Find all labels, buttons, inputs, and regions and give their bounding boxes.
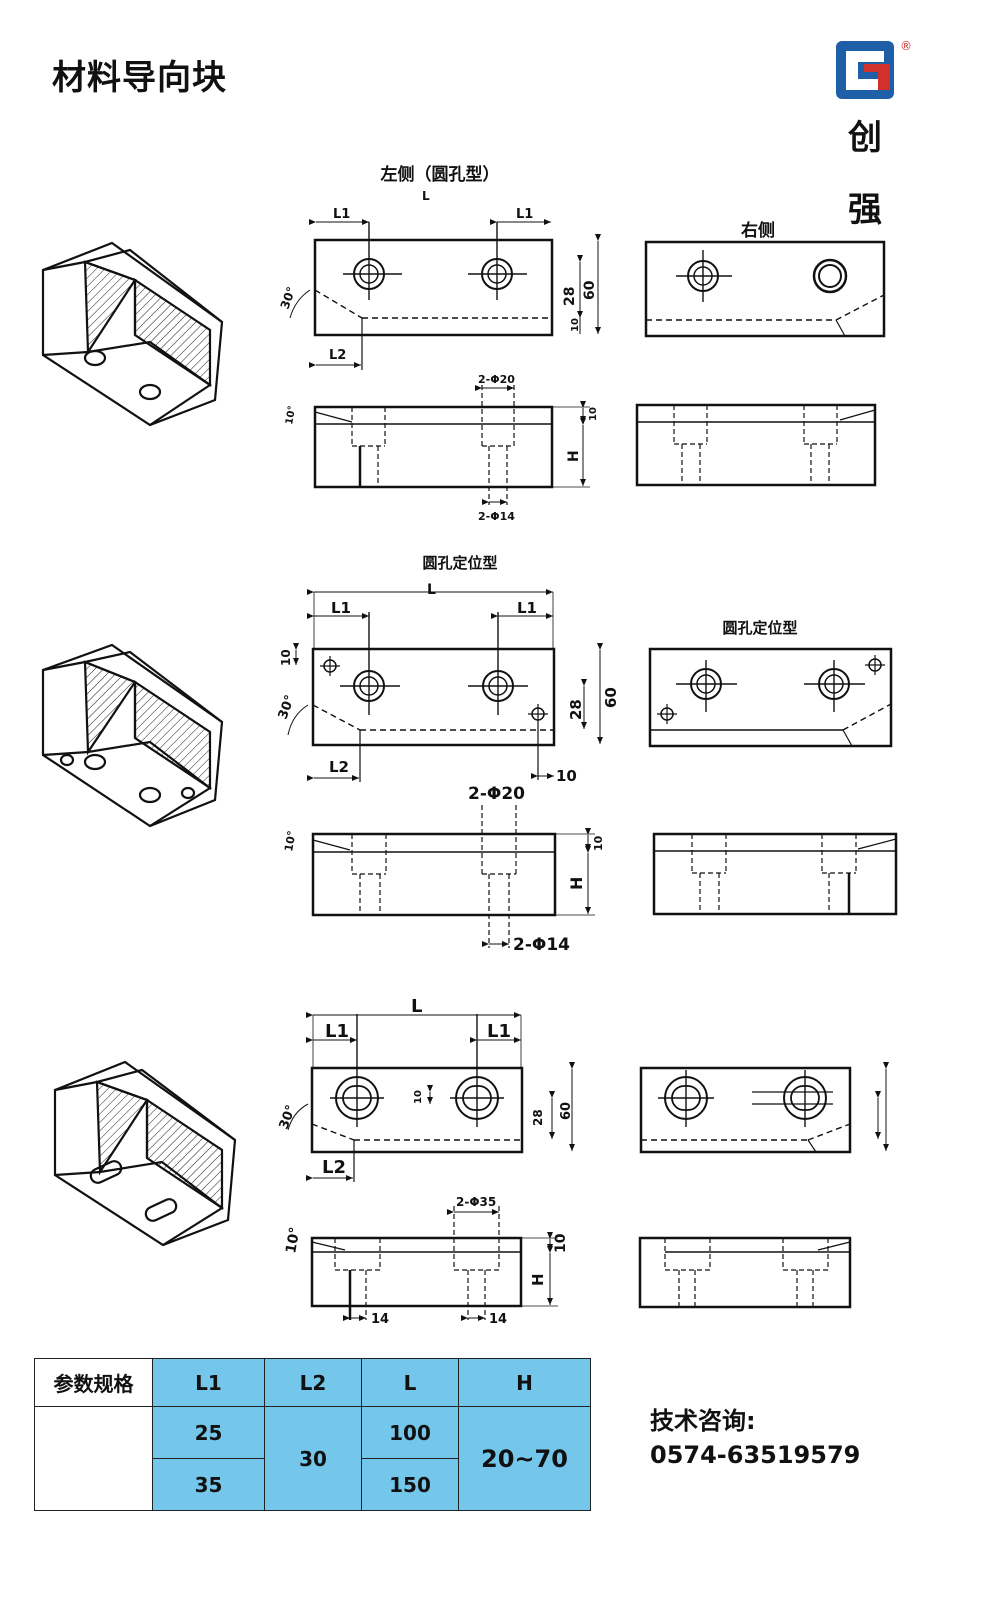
s2-28-label: 28 bbox=[567, 699, 585, 720]
section3-top-view-left bbox=[287, 1012, 575, 1182]
spec-header-label: 参数规格 bbox=[34, 1358, 153, 1407]
spec-header-H: H bbox=[458, 1358, 591, 1407]
s1-L-label: L bbox=[422, 189, 430, 203]
s1-side-angle: 10° bbox=[284, 405, 298, 426]
s2-L1a-label: L1 bbox=[331, 599, 351, 617]
section2-side-view-right bbox=[652, 832, 898, 916]
s3-L-label: L bbox=[411, 996, 422, 1017]
spec-header-L1: L1 bbox=[152, 1358, 265, 1407]
spec-header-L: L bbox=[361, 1358, 459, 1407]
section3-side-view-left bbox=[310, 1206, 558, 1321]
contact-phone: 0574-63519579 bbox=[650, 1441, 861, 1469]
s3-angle-label: 30° bbox=[277, 1103, 300, 1131]
section1-side-view-right bbox=[635, 403, 877, 487]
brand-char-1: 创 bbox=[848, 118, 882, 158]
s3-L2-label: L2 bbox=[322, 1157, 346, 1178]
spec-row2-L1: 35 bbox=[152, 1458, 265, 1511]
section1-right-title: 右侧 bbox=[741, 221, 775, 241]
s2-holes-bottom: 2-Φ14 bbox=[513, 935, 570, 955]
section1-side-view-left bbox=[313, 385, 590, 505]
section3-side-labels: 10° 10 H 2-Φ35 14 14 bbox=[283, 1195, 569, 1327]
section1-top-view-right bbox=[644, 240, 886, 338]
s2-L2-label: L2 bbox=[329, 758, 349, 776]
s2-10a-label: 10 bbox=[279, 649, 293, 666]
section1-left-title: 左侧（圆孔型） bbox=[380, 165, 500, 185]
spec-label-empty bbox=[34, 1406, 153, 1511]
s3-L1a-label: L1 bbox=[325, 1021, 349, 1042]
section2-right-title: 圆孔定位型 bbox=[722, 619, 798, 637]
section1-top-labels: L L1 L1 L2 30° 28 60 10 bbox=[278, 189, 598, 363]
s3-L1b-label: L1 bbox=[487, 1021, 511, 1042]
s1-holes-top: 2-Φ20 bbox=[478, 373, 515, 386]
section1-top-view-left bbox=[289, 219, 601, 370]
brand-logo: ® bbox=[834, 38, 914, 102]
technical-drawing: L L1 L1 L2 30° 28 60 10 bbox=[41, 189, 898, 1327]
s1-holes-bottom: 2-Φ14 bbox=[478, 510, 515, 523]
s2-side-10: 10 bbox=[592, 835, 605, 851]
section2-top-view-right bbox=[648, 647, 893, 748]
spec-L2-value: 30 bbox=[264, 1406, 362, 1511]
s3-side-10: 10 bbox=[553, 1233, 569, 1253]
section2-side-view-left bbox=[311, 805, 595, 948]
s3-hole-a: 14 bbox=[371, 1312, 389, 1327]
iso-view-2 bbox=[41, 643, 224, 828]
section3-top-labels: L L1 L1 L2 30° 10 28 60 bbox=[277, 996, 574, 1178]
s2-holes-top: 2-Φ20 bbox=[468, 784, 525, 804]
section3-side-view-right bbox=[638, 1236, 852, 1309]
s2-side-H: H bbox=[567, 877, 586, 890]
spec-row2-L: 150 bbox=[361, 1458, 459, 1511]
spec-row1-L: 100 bbox=[361, 1406, 459, 1459]
iso-view-1 bbox=[41, 241, 224, 427]
s1-side-H: H bbox=[566, 450, 582, 462]
brand-char-2: 强 bbox=[848, 190, 882, 230]
s2-side-angle: 10° bbox=[282, 830, 298, 853]
s1-L2-label: L2 bbox=[329, 348, 346, 363]
section2-top-view-left bbox=[287, 589, 603, 782]
contact-label: 技术咨询: bbox=[650, 1407, 756, 1435]
contact-block: 技术咨询: 0574-63519579 bbox=[650, 1404, 860, 1472]
s1-angle-label: 30° bbox=[278, 285, 299, 311]
s3-side-H: H bbox=[529, 1273, 547, 1286]
s3-28-label: 28 bbox=[531, 1109, 545, 1126]
section2-top-labels: L L1 L1 L2 30° 10 28 60 10 bbox=[276, 582, 620, 785]
spec-H-value: 20~70 bbox=[458, 1406, 591, 1511]
s3-hole-b: 14 bbox=[489, 1312, 507, 1327]
spec-table: 参数规格 L1 L2 L H 25 30 100 20~70 35 150 bbox=[34, 1358, 591, 1511]
s1-L1b-label: L1 bbox=[516, 207, 533, 222]
s2-L1b-label: L1 bbox=[517, 599, 537, 617]
s2-10b-label: 10 bbox=[556, 767, 577, 785]
page-title: 材料导向块 bbox=[52, 58, 227, 98]
spec-header-L2: L2 bbox=[264, 1358, 362, 1407]
section3-top-view-right bbox=[639, 1062, 889, 1154]
s1-60-label: 60 bbox=[582, 280, 598, 300]
s3-10-label: 10 bbox=[413, 1090, 424, 1104]
s3-side-angle: 10° bbox=[283, 1226, 303, 1255]
s1-side-10: 10 bbox=[588, 407, 599, 421]
section2-title: 圆孔定位型 bbox=[422, 554, 498, 572]
s1-10-label: 10 bbox=[570, 318, 581, 332]
s2-L-label: L bbox=[427, 582, 436, 598]
section2-side-labels: 10° 10 H 2-Φ20 2-Φ14 bbox=[282, 784, 605, 955]
s3-60-label: 60 bbox=[559, 1102, 574, 1120]
s2-60-label: 60 bbox=[602, 687, 620, 708]
s3-holes-top: 2-Φ35 bbox=[456, 1195, 496, 1209]
registered-mark: ® bbox=[900, 39, 912, 53]
spec-row1-L1: 25 bbox=[152, 1406, 265, 1459]
s1-L1a-label: L1 bbox=[333, 207, 350, 222]
s1-28-label: 28 bbox=[562, 287, 578, 306]
iso-view-3 bbox=[53, 1060, 237, 1247]
cq-logo-icon: ® bbox=[836, 39, 912, 99]
section1-side-labels: 10° 10 H 2-Φ20 2-Φ14 bbox=[284, 373, 599, 523]
